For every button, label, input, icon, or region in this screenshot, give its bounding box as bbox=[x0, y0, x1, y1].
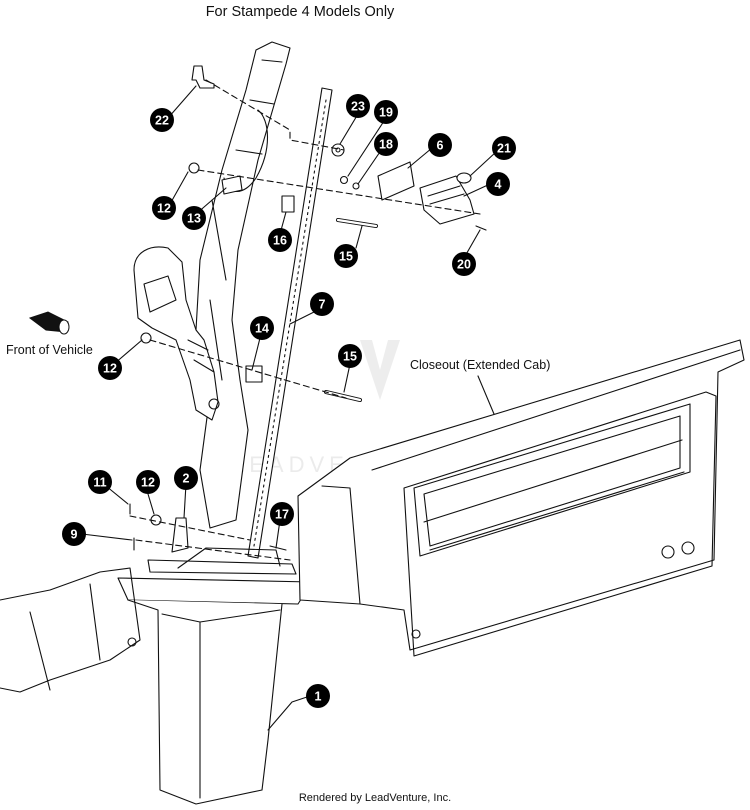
callout-circle bbox=[136, 470, 160, 494]
callout-circle bbox=[374, 100, 398, 124]
callout-circle bbox=[62, 522, 86, 546]
callout-9: 9 bbox=[62, 522, 86, 546]
callout-circle bbox=[270, 502, 294, 526]
footer-credit: Rendered by LeadVenture, Inc. bbox=[298, 792, 452, 804]
closeout-label: Closeout (Extended Cab) bbox=[410, 358, 551, 372]
callout-18: 18 bbox=[374, 132, 398, 156]
callout-number: 19 bbox=[379, 106, 393, 120]
callout-circle bbox=[88, 470, 112, 494]
callout-11: 11 bbox=[88, 470, 112, 494]
callout-15: 15 bbox=[334, 244, 358, 268]
callout-number: 9 bbox=[71, 528, 78, 542]
callout-number: 23 bbox=[351, 100, 365, 114]
callout-number: 2 bbox=[183, 472, 190, 486]
callout-number: 14 bbox=[255, 322, 269, 336]
callout-number: 13 bbox=[187, 212, 201, 226]
callout-22: 22 bbox=[150, 108, 174, 132]
callout-number: 12 bbox=[157, 202, 171, 216]
callout-20: 20 bbox=[452, 252, 476, 276]
callout-circle bbox=[486, 172, 510, 196]
callout-6: 6 bbox=[428, 133, 452, 157]
callout-circle bbox=[310, 292, 334, 316]
callout-circle bbox=[174, 466, 198, 490]
callout-number: 1 bbox=[315, 690, 322, 704]
callout-21: 21 bbox=[492, 136, 516, 160]
callout-number: 15 bbox=[343, 350, 357, 364]
callout-circle bbox=[98, 356, 122, 380]
callout-circle bbox=[452, 252, 476, 276]
callout-14: 14 bbox=[250, 316, 274, 340]
callout-17: 17 bbox=[270, 502, 294, 526]
callout-circle bbox=[306, 684, 330, 708]
callout-circle bbox=[268, 228, 292, 252]
front-of-vehicle-label: Front of Vehicle bbox=[6, 343, 93, 357]
callout-circle bbox=[182, 206, 206, 230]
callout-16: 16 bbox=[268, 228, 292, 252]
callout-13: 13 bbox=[182, 206, 206, 230]
callout-circle bbox=[152, 196, 176, 220]
callout-12: 12 bbox=[152, 196, 176, 220]
callout-number: 20 bbox=[457, 258, 471, 272]
hardware-parts bbox=[129, 65, 487, 553]
callout-circle bbox=[250, 316, 274, 340]
left-panel bbox=[0, 567, 141, 693]
front-direction-arrow bbox=[28, 311, 70, 335]
callout-number: 18 bbox=[379, 138, 393, 152]
callout-circle bbox=[338, 344, 362, 368]
callout-number: 15 bbox=[339, 250, 353, 264]
callout-number: 21 bbox=[497, 142, 511, 156]
callout-15: 15 bbox=[338, 344, 362, 368]
callout-1: 1 bbox=[306, 684, 330, 708]
assembly-lines bbox=[129, 79, 481, 561]
callout-number: 22 bbox=[155, 114, 169, 128]
callout-number: 7 bbox=[319, 298, 326, 312]
callout-2: 2 bbox=[174, 466, 198, 490]
callout-circle bbox=[492, 136, 516, 160]
callout-number: 12 bbox=[141, 476, 155, 490]
console-box bbox=[117, 547, 313, 805]
closeout-panel bbox=[297, 339, 745, 657]
callout-4: 4 bbox=[486, 172, 510, 196]
callout-circle bbox=[150, 108, 174, 132]
callout-23: 23 bbox=[346, 94, 370, 118]
callout-12: 12 bbox=[98, 356, 122, 380]
callout-number: 17 bbox=[275, 508, 289, 522]
callout-number: 12 bbox=[103, 362, 117, 376]
callout-number: 4 bbox=[495, 178, 502, 192]
callout-19: 19 bbox=[374, 100, 398, 124]
callout-circle bbox=[374, 132, 398, 156]
callout-circle bbox=[334, 244, 358, 268]
belt-track bbox=[247, 87, 333, 559]
callout-circle bbox=[428, 133, 452, 157]
rops-frame bbox=[195, 41, 291, 529]
callout-number: 11 bbox=[93, 476, 106, 490]
page-title: For Stampede 4 Models Only bbox=[205, 4, 395, 20]
callout-circle bbox=[346, 94, 370, 118]
seat-bracket bbox=[133, 246, 220, 421]
callout-7: 7 bbox=[310, 292, 334, 316]
callout-number: 6 bbox=[437, 139, 444, 153]
callout-12: 12 bbox=[136, 470, 160, 494]
callout-number: 16 bbox=[273, 234, 287, 248]
